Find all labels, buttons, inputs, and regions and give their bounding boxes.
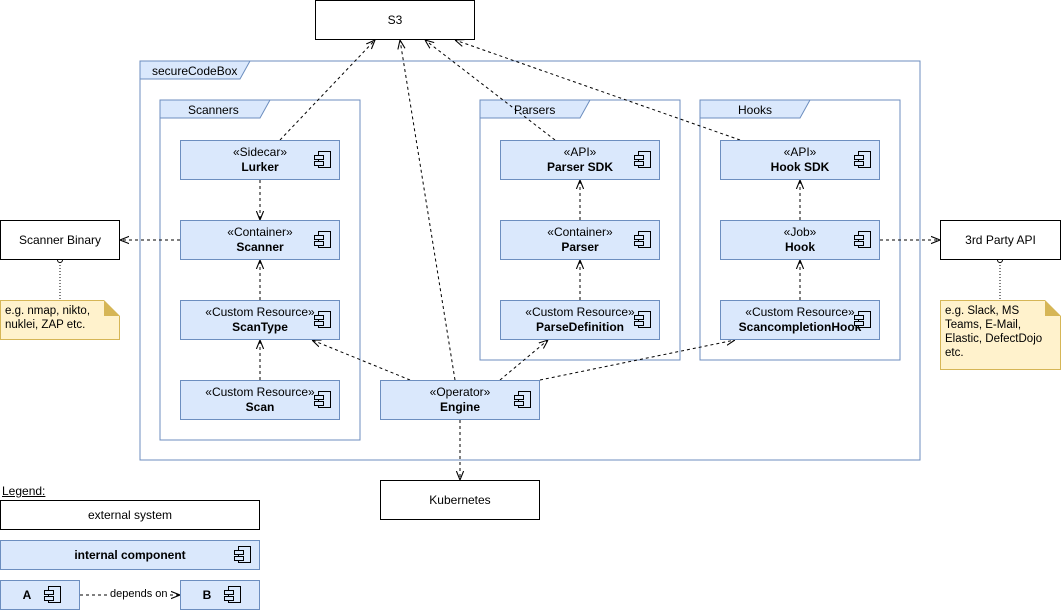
component-icon: [44, 586, 61, 603]
engine-component[interactable]: «Operator» Engine: [380, 380, 540, 420]
scanner-binary-label: Scanner Binary: [18, 233, 102, 247]
hook-component[interactable]: «Job» Hook: [720, 220, 880, 260]
component-icon: [634, 151, 651, 168]
hook-sdk-component[interactable]: «API» Hook SDK: [720, 140, 880, 180]
component-icon: [514, 391, 531, 408]
scanner-component[interactable]: «Container» Scanner: [180, 220, 340, 260]
scanner-binary-box[interactable]: Scanner Binary: [0, 220, 120, 260]
legend-external-label: external system: [87, 508, 173, 522]
scanners-package-label: Scanners: [188, 103, 239, 117]
hooksdk-to-s3-arrow: [455, 40, 741, 141]
engine-to-s3-arrow: [400, 40, 456, 381]
securecodebox-package-label: secureCodeBox: [152, 64, 238, 78]
s3-box[interactable]: S3: [315, 0, 475, 40]
parser-sdk-component[interactable]: «API» Parser SDK: [500, 140, 660, 180]
hook-sdk-name: Hook SDK: [770, 160, 830, 174]
legend-internal-component: internal component: [0, 540, 260, 570]
kubernetes-label: Kubernetes: [429, 493, 491, 507]
s3-label: S3: [387, 13, 403, 27]
api-examples-note: e.g. Slack, MS Teams, E-Mail, Elastic, D…: [940, 300, 1061, 370]
parser-component[interactable]: «Container» Parser: [500, 220, 660, 260]
hook-sdk-stereotype: «API»: [783, 145, 817, 159]
component-icon: [314, 231, 331, 248]
hook-stereotype: «Job»: [783, 225, 817, 239]
scan-name: Scan: [245, 400, 275, 414]
scancompletionhook-component[interactable]: «Custom Resource» ScancompletionHook: [720, 300, 880, 340]
engine-stereotype: «Operator»: [429, 385, 491, 399]
third-party-api-box[interactable]: 3rd Party API: [940, 220, 1061, 260]
third-party-api-label: 3rd Party API: [965, 233, 1036, 247]
parser-name: Parser: [561, 240, 599, 254]
parser-sdk-name: Parser SDK: [546, 160, 614, 174]
scantype-component[interactable]: «Custom Resource» ScanType: [180, 300, 340, 340]
component-icon: [854, 151, 871, 168]
component-icon: [634, 311, 651, 328]
engine-to-scantype-arrow: [312, 340, 411, 381]
parsedefinition-name: ParseDefinition: [535, 320, 625, 334]
scanner-name: Scanner: [236, 240, 284, 254]
component-icon: [314, 311, 331, 328]
component-icon: [634, 231, 651, 248]
component-icon: [234, 546, 251, 563]
legend-external-system: external system: [0, 500, 260, 530]
scan-stereotype: «Custom Resource»: [205, 385, 315, 399]
hook-name: Hook: [785, 240, 815, 254]
component-icon: [854, 311, 871, 328]
scancompletionhook-name: ScancompletionHook: [738, 320, 862, 334]
legend-component-b: B: [180, 580, 260, 610]
engine-to-parsedefinition-arrow: [499, 340, 548, 381]
scanner-examples-note: e.g. nmap, nikto, nuklei, ZAP etc.: [0, 300, 120, 340]
parsedefinition-stereotype: «Custom Resource»: [525, 305, 635, 319]
legend-depends-on-label: depends on: [108, 588, 170, 600]
parsedefinition-component[interactable]: «Custom Resource» ParseDefinition: [500, 300, 660, 340]
legend-title: Legend:: [2, 484, 46, 498]
lurker-stereotype: «Sidecar»: [232, 145, 288, 159]
parser-stereotype: «Container»: [547, 225, 613, 239]
parsersdk-to-s3-arrow: [425, 40, 556, 141]
legend-b-label: B: [202, 587, 212, 602]
legend-component-a: A: [0, 580, 80, 610]
engine-name: Engine: [439, 400, 480, 414]
legend-internal-label: internal component: [74, 547, 186, 562]
legend-a-label: A: [22, 587, 32, 602]
lurker-to-s3-arrow: [279, 40, 375, 141]
lurker-component[interactable]: «Sidecar» Lurker: [180, 140, 340, 180]
scantype-stereotype: «Custom Resource»: [205, 305, 315, 319]
parsers-package-frame: [479, 99, 681, 361]
component-icon: [224, 586, 241, 603]
kubernetes-box[interactable]: Kubernetes: [380, 480, 540, 520]
parsers-package-label: Parsers: [514, 103, 556, 117]
lurker-name: Lurker: [241, 160, 279, 174]
scantype-name: ScanType: [232, 320, 288, 334]
component-icon: [314, 151, 331, 168]
hooks-package-frame: [699, 99, 901, 361]
scan-component[interactable]: «Custom Resource» Scan: [180, 380, 340, 420]
parser-sdk-stereotype: «API»: [563, 145, 597, 159]
securecodebox-package-frame: [139, 60, 921, 461]
scanners-package-frame: [159, 99, 361, 441]
scanner-stereotype: «Container»: [227, 225, 293, 239]
component-icon: [314, 391, 331, 408]
component-icon: [854, 231, 871, 248]
hooks-package-label: Hooks: [738, 103, 773, 117]
scancompletionhook-stereotype: «Custom Resource»: [745, 305, 855, 319]
